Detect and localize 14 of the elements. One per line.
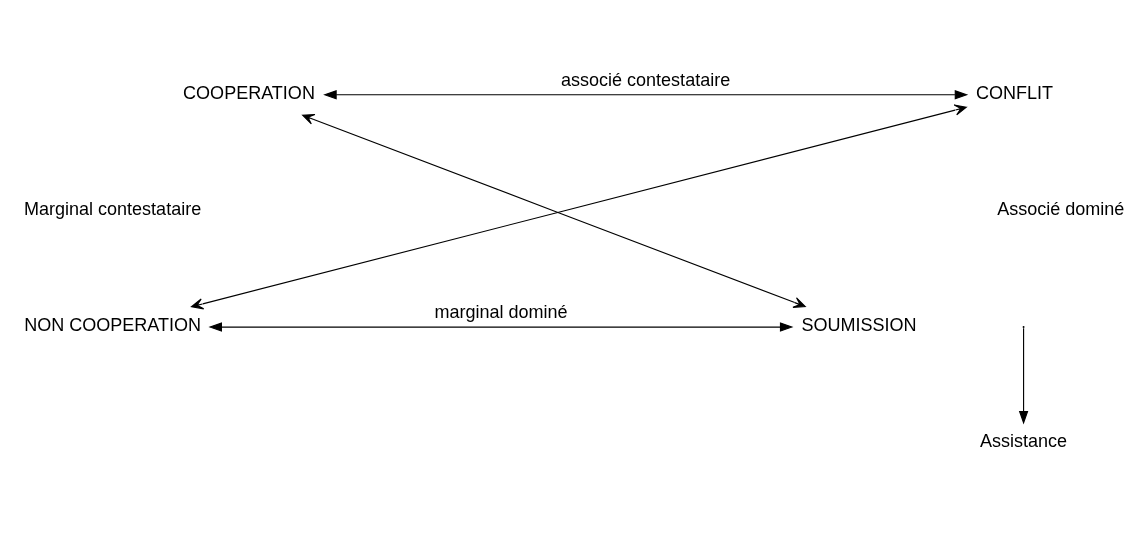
node-text: COOPERATION [183, 82, 315, 103]
arrow [190, 104, 967, 309]
node-text: SOUMISSION [801, 314, 917, 335]
node-text: Assistance [980, 430, 1068, 451]
edge-label: marginal dominé [434, 301, 568, 322]
arrow [1018, 327, 1029, 424]
arrow [302, 113, 806, 308]
arrow [208, 321, 794, 332]
edge-label: associé contestataire [560, 69, 731, 90]
label: Associé dominé [997, 198, 1125, 219]
node-text: NON COOPERATION [24, 314, 201, 335]
node-text: CONFLIT [976, 82, 1054, 103]
label: Marginal contestataire [23, 198, 202, 219]
arrow [323, 89, 969, 100]
